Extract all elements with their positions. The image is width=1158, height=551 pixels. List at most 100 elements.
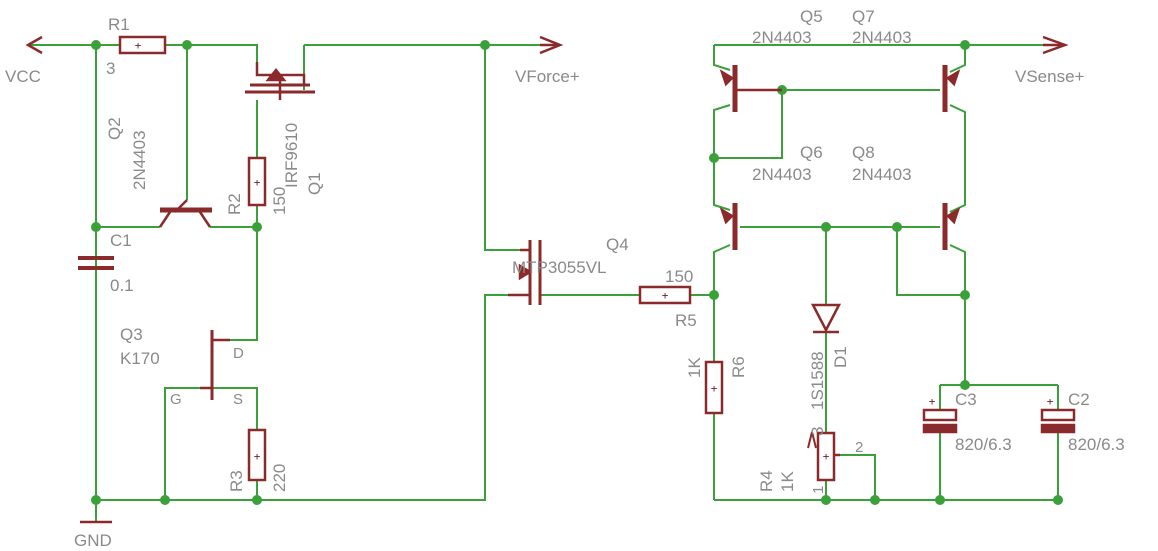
d1-name-label: D1: [831, 346, 850, 368]
junction-dot: [870, 495, 880, 505]
net-arrows: [25, 35, 1069, 524]
plus-mark: +: [823, 450, 830, 463]
junction-dot: [892, 222, 902, 232]
junction-dot: [709, 290, 719, 300]
junction-dot: [160, 495, 170, 505]
r3-resistor-body[interactable]: [247, 428, 267, 482]
components: [78, 35, 1076, 482]
junction-dot: [960, 380, 970, 390]
q2-name-label: Q2: [105, 117, 124, 140]
d1-value-label: 1S1588: [808, 351, 827, 410]
net-label-vcc: VCC: [5, 67, 41, 86]
q3-pin-d-label: D: [233, 345, 244, 362]
q7-value-label: 2N4403: [852, 28, 912, 47]
q8-base-loop: [896, 227, 965, 296]
junction-dot: [935, 495, 945, 505]
q2-emitter-leg: [198, 211, 212, 228]
plus-mark: +: [662, 289, 669, 302]
c1-value-label: 0.1: [110, 276, 134, 295]
q5-base-to-collector: [714, 90, 783, 159]
q7-arrow-icon: [945, 69, 961, 87]
r6-value-label: 1K: [685, 357, 704, 378]
junction-dot: [480, 40, 490, 50]
c1-name-label: C1: [110, 231, 132, 250]
junction-dot: [960, 290, 970, 300]
c3-capacitor-neg-plate: [922, 423, 958, 434]
polarity-marks: + + + + + + + +: [135, 39, 1054, 463]
q3-pin-g-label: G: [170, 391, 182, 408]
q3-value-label: K170: [120, 349, 160, 368]
c3-value-label: 820/6.3: [955, 435, 1012, 454]
q1-name-label: Q1: [305, 172, 324, 195]
net-label-gnd: GND: [74, 531, 112, 550]
r6-resistor-body[interactable]: [704, 360, 724, 415]
junction-dot: [252, 495, 262, 505]
vcc-arrow-icon: [25, 35, 43, 55]
r4-pin2-label: 2: [855, 439, 863, 456]
c3-capacitor-plate[interactable]: [922, 408, 958, 422]
q4-drain-wire: [484, 45, 520, 251]
q5-emitter-wire: [713, 45, 731, 71]
q8-collector-wire: [949, 244, 966, 385]
r5-name-label: R5: [675, 311, 697, 330]
net-label-vforce: VForce+: [515, 67, 580, 86]
q7-name-label: Q7: [852, 7, 875, 26]
q3-pin-s-label: S: [233, 391, 243, 408]
junction-dot: [252, 222, 262, 232]
q1-arrow-icon: [265, 67, 287, 82]
r4-potentiometer-body[interactable]: [816, 431, 836, 482]
r3-value-label: 220: [270, 464, 289, 492]
plus-mark: +: [929, 395, 936, 408]
r2-name-label: R2: [225, 193, 244, 215]
r6-name-label: R6: [729, 356, 748, 378]
r2-value-label: 150: [270, 187, 289, 215]
q2-base-leg: [158, 211, 172, 228]
q3-name-label: Q3: [120, 325, 143, 344]
d1-prefix-label: 3: [808, 427, 827, 436]
plus-mark: +: [135, 39, 142, 52]
r4-wiper-arrow-icon: [807, 431, 817, 449]
plus-mark: +: [254, 176, 261, 189]
r2-q3-wire: [211, 205, 258, 341]
r4-value-label: 1K: [778, 471, 797, 492]
c2-capacitor-neg-plate: [1040, 423, 1076, 434]
junction-dot: [91, 222, 101, 232]
q2-value-label: 2N4403: [130, 130, 149, 190]
junction-dot: [182, 40, 192, 50]
q6-name-label: Q6: [800, 143, 823, 162]
r1-value-label: 3: [106, 59, 115, 78]
plus-mark: +: [254, 450, 261, 463]
r4-name-label: R4: [757, 470, 776, 492]
q5-arrow-icon: [719, 69, 735, 87]
r4-pin1-label: 1: [810, 486, 827, 494]
junction-dot: [91, 40, 101, 50]
q7-collector-wire: [949, 104, 966, 213]
wires: [28, 44, 1065, 522]
q8-arrow-icon: [945, 207, 961, 225]
q8-name-label: Q8: [852, 143, 875, 162]
q4-name-label: Q4: [606, 235, 629, 254]
r4-wiper-wire: [838, 454, 876, 500]
q1-value-label: IRF9610: [282, 123, 301, 188]
plus-mark: +: [1047, 395, 1054, 408]
junctions: [91, 40, 1063, 505]
q3-gate-wire: [164, 387, 200, 500]
c3-name-label: C3: [955, 390, 977, 409]
r1-name-label: R1: [108, 15, 130, 34]
r1-resistor-body[interactable]: [118, 35, 167, 55]
labels: VCC GND VForce+ VSense+ R1 3 Q2 2N4403 R…: [5, 7, 1125, 550]
q7-emitter-wire: [949, 45, 966, 73]
q6-collector-wire: [713, 244, 731, 295]
junction-dot: [960, 40, 970, 50]
q5-value-label: 2N4403: [752, 28, 812, 47]
plus-mark: +: [711, 382, 718, 395]
r5-resistor-body[interactable]: [638, 285, 692, 305]
r2-resistor-body[interactable]: [247, 156, 267, 207]
q8-value-label: 2N4403: [852, 165, 912, 184]
junction-dot: [709, 153, 719, 163]
c2-value-label: 820/6.3: [1068, 435, 1125, 454]
d1-diode-triangle[interactable]: [810, 303, 842, 333]
c2-capacitor-plate[interactable]: [1040, 408, 1076, 422]
q4-arrow-icon: [518, 263, 533, 281]
